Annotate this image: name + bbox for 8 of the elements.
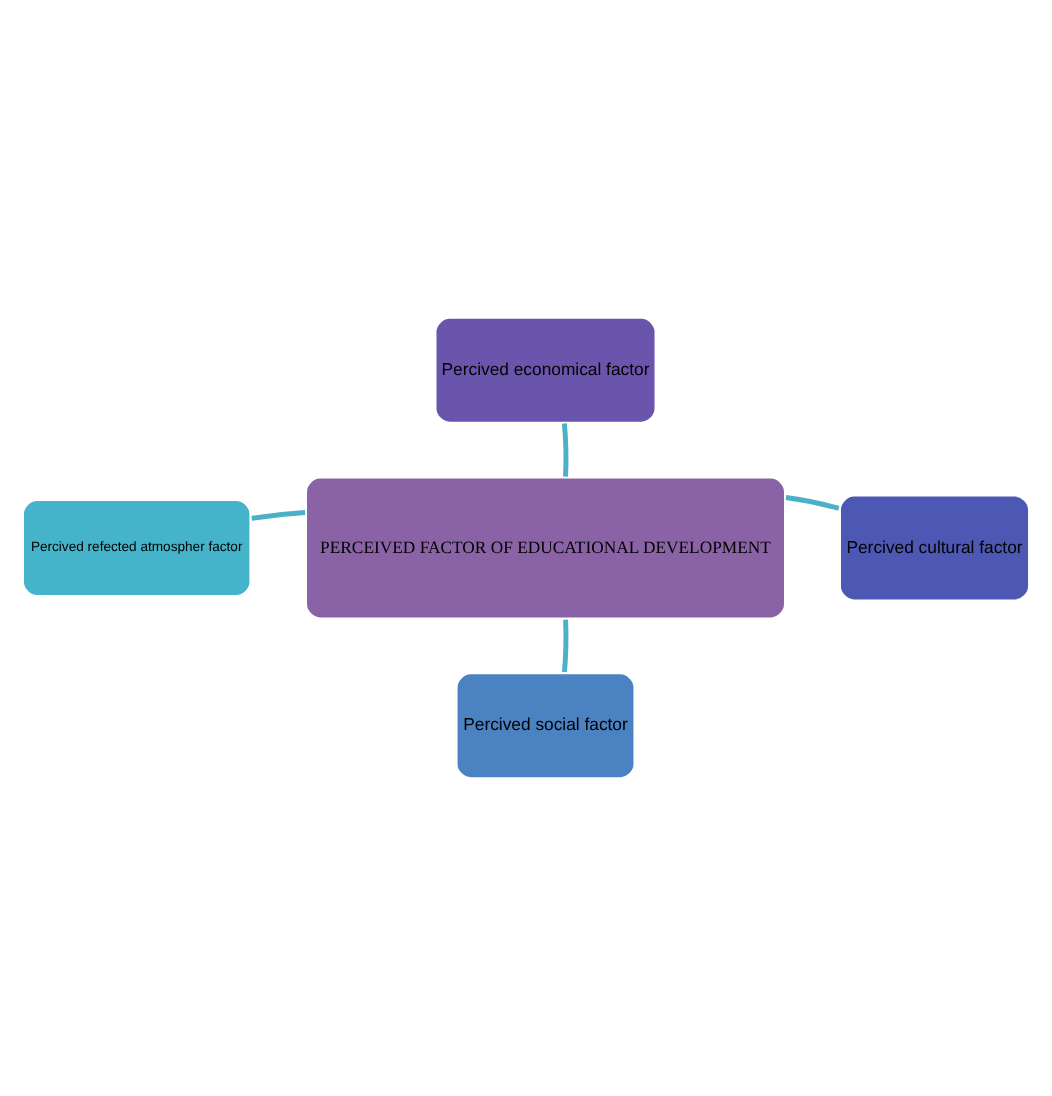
node-box: Percived social factor <box>453 670 638 781</box>
connector <box>251 509 306 521</box>
node-box: Percived economical factor <box>432 315 659 426</box>
connector <box>561 423 569 477</box>
connector <box>561 619 569 673</box>
node-box: Percived cultural factor <box>837 492 1032 604</box>
node-box: PERCEIVED FACTOR OF EDUCATIONAL DEVELOPMENT <box>303 474 788 622</box>
connector <box>785 495 840 511</box>
